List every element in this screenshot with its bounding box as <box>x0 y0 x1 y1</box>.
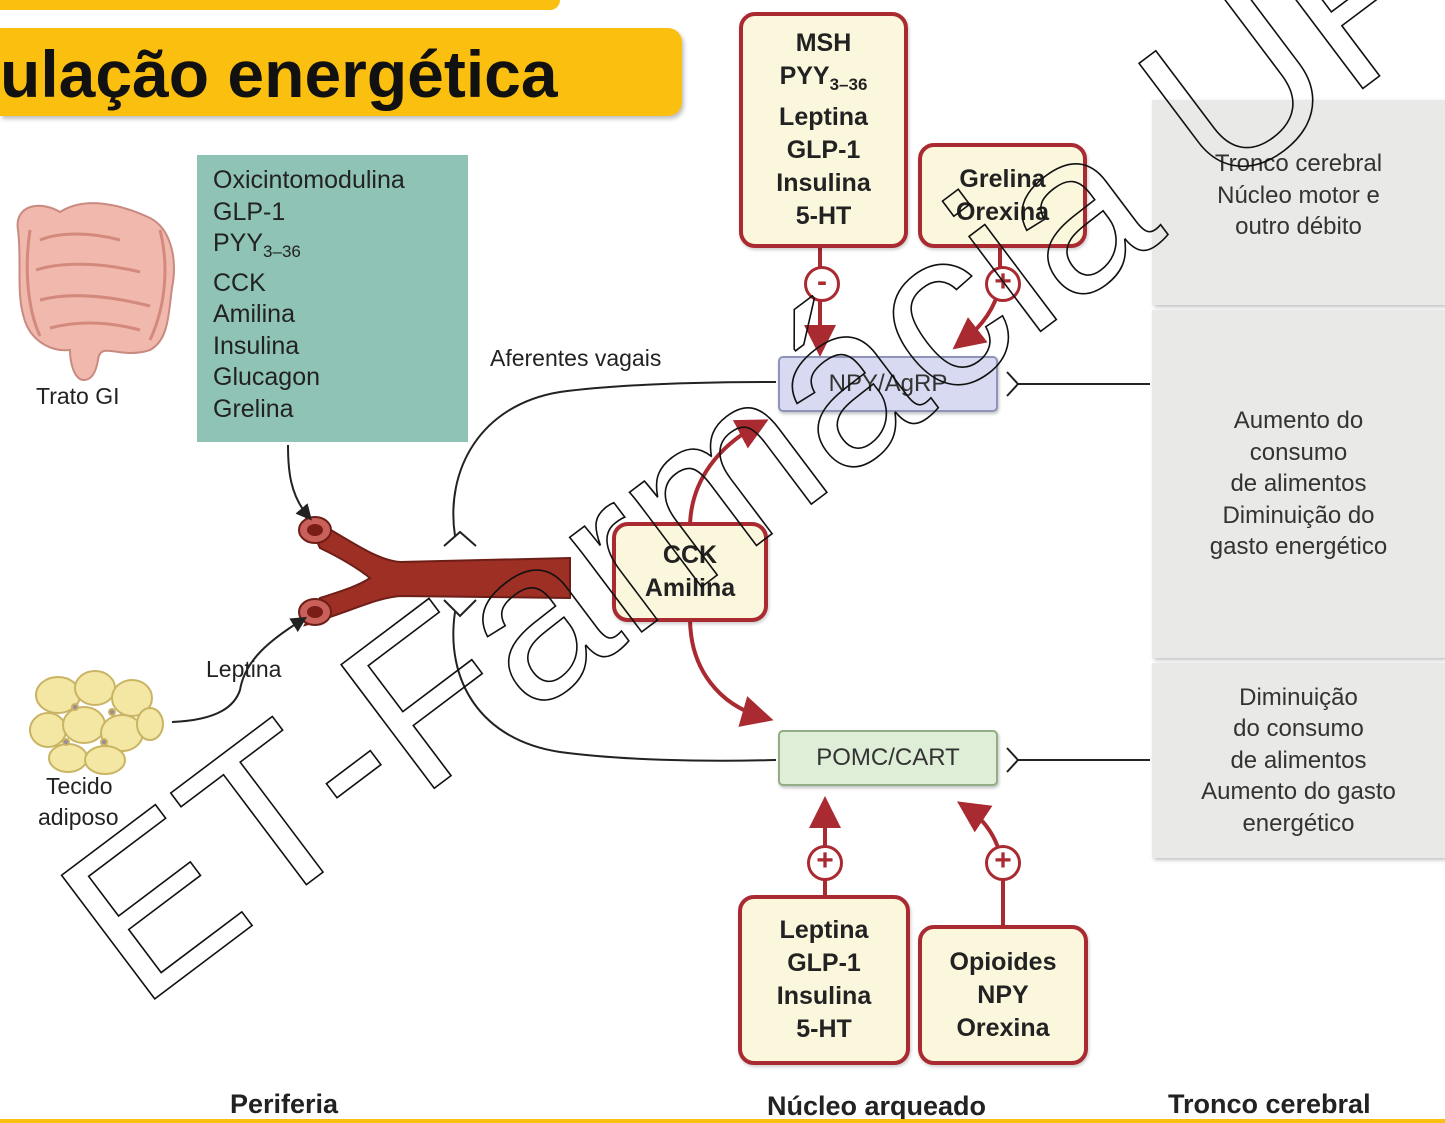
bottom-accent-stripe <box>0 1119 1445 1123</box>
panel-line: consumo <box>1249 438 1348 466</box>
label-tecido: Tecido <box>46 773 113 799</box>
box-line: GLP-1 <box>786 136 861 164</box>
gi-hormone-item: Oxicintomodulina <box>213 166 405 194</box>
panel-line: Diminuição <box>1239 683 1358 711</box>
intestine-icon <box>16 202 175 382</box>
panel-line: gasto energético <box>1209 533 1388 561</box>
gi-hormones-panel <box>197 155 468 442</box>
box-line: Insulina <box>776 982 872 1010</box>
box-line: Grelina <box>959 164 1046 193</box>
stimulators-pomc-box: Leptina GLP-1 Insulina 5-HT <box>738 895 910 1065</box>
panel-line: Aumento do <box>1233 407 1364 435</box>
panel-line: do consumo <box>1233 715 1364 743</box>
panel-line: Diminuição do <box>1222 501 1375 529</box>
box-line: PYY3–36 <box>779 62 868 94</box>
npy-agrp-node: NPY/AgRP <box>778 356 998 412</box>
gi-hormone-item: GLP-1 <box>213 197 286 226</box>
box-line: 5-HT <box>795 202 852 230</box>
gi-hormone-item: Grelina <box>213 394 294 423</box>
title-banner <box>0 28 682 116</box>
subscript: 3–36 <box>829 75 868 94</box>
box-line: CCK <box>662 541 718 569</box>
box-line: Leptina <box>779 103 868 131</box>
label-adiposo: adiposo <box>38 804 119 830</box>
panel-line: de alimentos <box>1230 470 1367 498</box>
slide-title: ulação energética <box>0 37 558 111</box>
top-accent-stripe <box>0 0 560 10</box>
blood-vessel-icon <box>298 512 571 627</box>
label-trato-gi: Trato GI <box>36 383 120 409</box>
box-line: Insulina <box>776 169 871 197</box>
panel-line: de alimentos <box>1230 746 1367 774</box>
panel-line: Aumento do gasto <box>1201 778 1396 806</box>
gi-hormone-item: PYY3–36 <box>213 229 301 261</box>
fat-cells-icon <box>29 670 164 775</box>
box-line: 5-HT <box>796 1015 852 1043</box>
box-line: Opioides <box>949 947 1057 976</box>
inhibitors-npy-box: MSH PYY3–36 Leptina GLP-1 Insulina 5-HT <box>739 12 908 248</box>
subscript: 3–36 <box>263 242 301 261</box>
box-line: Orexina <box>956 1013 1050 1042</box>
plus-sign-icon: + <box>985 845 1021 881</box>
gi-hormone-item: Glucagon <box>213 363 321 391</box>
panel-line: Tronco cerebral <box>1214 150 1383 177</box>
footer-periferia: Periferia <box>230 1089 339 1119</box>
box-line: Leptina <box>779 916 869 944</box>
anorexigenic-effect-panel: Diminuição do consumo de alimentos Aumen… <box>1152 663 1445 858</box>
panel-line: Núcleo motor e <box>1217 181 1380 209</box>
label-aferentes-vagais: Aferentes vagais <box>490 345 662 371</box>
footer-tronco-cerebral: Tronco cerebral <box>1168 1089 1371 1119</box>
panel-line: outro débito <box>1235 213 1362 240</box>
gi-hormone-item: Amilina <box>213 300 295 328</box>
orexigenic-effect-panel: Aumento do consumo de alimentos Diminuiç… <box>1152 310 1445 658</box>
stimulators-npy-box: Grelina Orexina <box>918 143 1087 248</box>
cck-amilina-box: CCK Amilina <box>612 522 768 622</box>
label-leptina: Leptina <box>206 656 282 682</box>
gi-hormones-list: Oxicintomodulina GLP-1 PYY3–36 CCK Amili… <box>213 165 405 425</box>
box-line: GLP-1 <box>787 949 861 977</box>
plus-sign-icon: + <box>807 845 843 881</box>
gi-hormone-item: Insulina <box>213 331 300 360</box>
box-line: Amilina <box>644 574 736 602</box>
brainstem-output-panel: Tronco cerebral Núcleo motor e outro déb… <box>1152 100 1445 305</box>
gi-hormone-item: CCK <box>213 268 266 297</box>
panel-line: energético <box>1242 809 1355 837</box>
opioides-box: Opioides NPY Orexina <box>918 925 1088 1065</box>
minus-sign-icon: - <box>804 266 840 302</box>
box-line: NPY <box>977 980 1029 1009</box>
footer-nucleo-arqueado: Núcleo arqueado <box>767 1091 987 1121</box>
box-line: MSH <box>795 29 852 57</box>
pomc-cart-node: POMC/CART <box>778 730 998 786</box>
box-line: Orexina <box>955 197 1050 226</box>
plus-sign-icon: + <box>985 266 1021 302</box>
